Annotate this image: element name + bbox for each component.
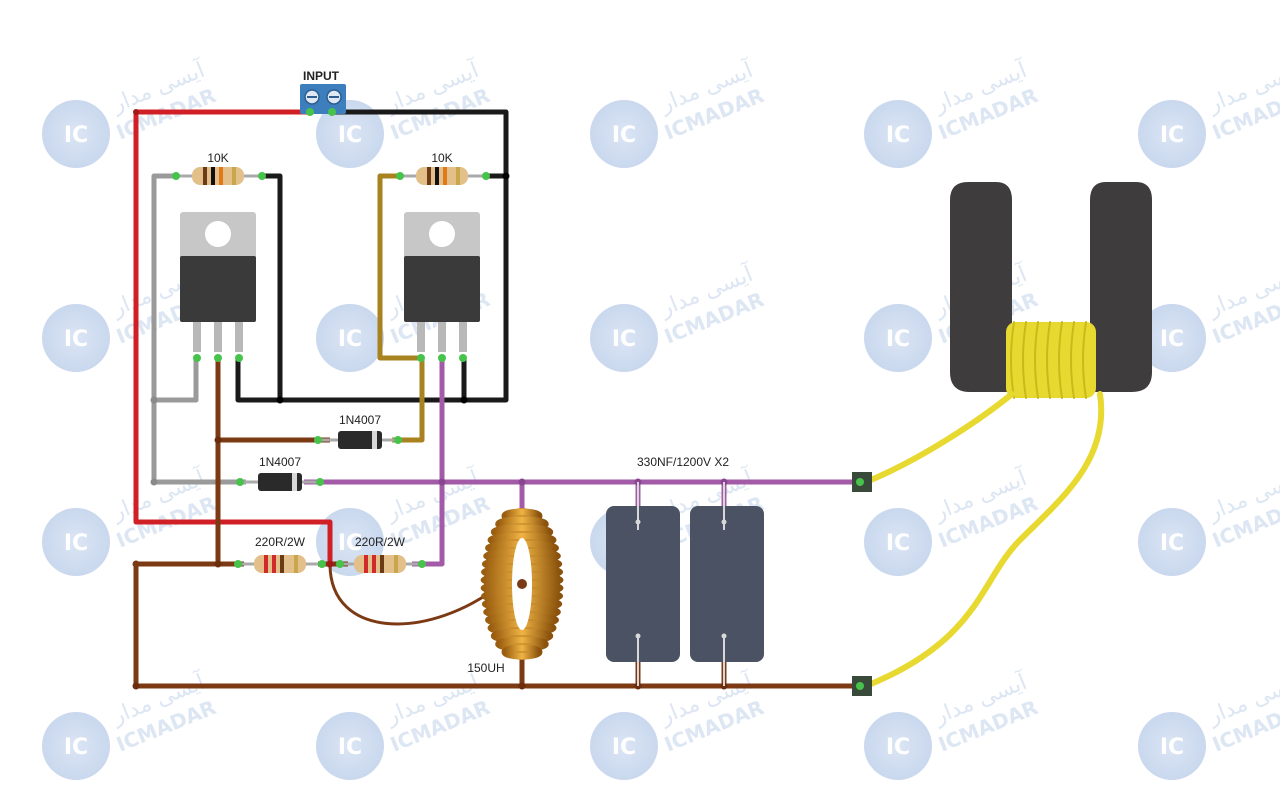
input-label: INPUT: [303, 69, 340, 83]
watermark-logo-icon: [42, 304, 110, 372]
output-terminal-top: [852, 472, 872, 492]
diode-top-label: 1N4007: [339, 413, 381, 427]
watermark-logo-text: IC: [886, 123, 910, 148]
watermark-logo-icon: [864, 100, 932, 168]
watermark-logo-text: IC: [612, 327, 636, 352]
watermark-logo-icon: [864, 508, 932, 576]
work-coil: [863, 321, 1105, 689]
watermark-logo-text: IC: [1160, 123, 1184, 148]
watermark-logo-icon: [1138, 100, 1206, 168]
watermark-logo-icon: [42, 508, 110, 576]
capacitor-2: [690, 482, 764, 686]
watermark-logo-icon: [864, 304, 932, 372]
capacitor-1: [606, 482, 680, 686]
watermark-logo-icon: [316, 100, 384, 168]
junction-dots: [132, 109, 728, 690]
toroid-inductor: [480, 508, 564, 660]
wire-gate-left: [151, 173, 246, 485]
watermark-logo-text: IC: [1160, 531, 1184, 556]
diode-bottom-label: 1N4007: [259, 455, 301, 469]
inductor-label: 150UH: [467, 661, 504, 675]
watermark-logo-text: IC: [612, 735, 636, 760]
diode-bottom: [236, 473, 324, 491]
watermark-logo-text: IC: [1160, 327, 1184, 352]
resistor-220r-right-label: 220R/2W: [355, 535, 406, 549]
watermark-logo-icon: [590, 100, 658, 168]
watermark-logo-icon: [316, 712, 384, 780]
watermark-logo-text: IC: [64, 531, 88, 556]
watermark-logo-icon: [316, 304, 384, 372]
resistor-220r-left-label: 220R/2W: [255, 535, 306, 549]
mosfet-right-label: 050N60P: [415, 280, 470, 295]
watermark-logo-text: IC: [338, 123, 362, 148]
watermark-logo-icon: [1138, 304, 1206, 372]
watermark-logo-text: IC: [886, 531, 910, 556]
resistor-10k-right: [396, 167, 490, 185]
watermark-logo-text: IC: [338, 531, 362, 556]
resistor-10k-right-label: 10K: [431, 151, 452, 165]
capacitors-label: 330NF/1200V X2: [637, 455, 729, 469]
watermark-logo-icon: [42, 712, 110, 780]
mosfet-left-label: 050N60P: [191, 280, 246, 295]
inductor-turn: [501, 644, 543, 660]
output-terminal-bottom: [852, 676, 872, 696]
watermark-logo-text: IC: [64, 327, 88, 352]
watermark-logo-text: IC: [338, 327, 362, 352]
watermark-logo-text: IC: [1160, 735, 1184, 760]
watermark-logo-text: IC: [886, 327, 910, 352]
mosfet-left: [180, 212, 256, 362]
watermark-logo-text: IC: [64, 735, 88, 760]
wire-positive: [133, 109, 333, 564]
watermark-logo-icon: [1138, 508, 1206, 576]
resistor-10k-left: [172, 167, 266, 185]
watermark-logo-icon: [590, 304, 658, 372]
ferrite-core: [950, 182, 1152, 392]
watermark-logo-text: IC: [338, 735, 362, 760]
mosfet-right: [404, 212, 480, 362]
resistor-220r-right: [336, 555, 426, 573]
watermark-logo-text: IC: [612, 123, 636, 148]
watermark-logo-icon: [590, 712, 658, 780]
resistor-220r-left: [234, 555, 326, 573]
resistor-10k-left-label: 10K: [207, 151, 228, 165]
input-terminal-block: [300, 84, 346, 116]
watermark-logo-text: IC: [64, 123, 88, 148]
watermark-logo-icon: [42, 100, 110, 168]
watermark-logo-text: IC: [886, 735, 910, 760]
watermark-logo-icon: [864, 712, 932, 780]
diode-top: [314, 431, 402, 449]
watermark-logo-icon: [1138, 712, 1206, 780]
